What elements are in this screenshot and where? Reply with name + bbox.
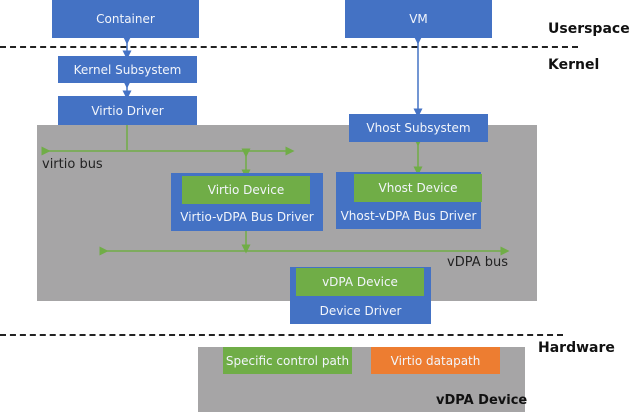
virtio-driver-box: Virtio Driver bbox=[58, 96, 197, 125]
vm-box: VM bbox=[345, 0, 492, 38]
vdpa-device-hardware-label: vDPA Device bbox=[436, 393, 528, 408]
specific-control-path-box: Specific control path bbox=[223, 347, 352, 374]
virtio-datapath-box: Virtio datapath bbox=[371, 347, 500, 374]
vdpa-bus-label: vDPA bus bbox=[447, 255, 509, 270]
virtio-device-box: Virtio Device bbox=[182, 176, 310, 204]
virtio-vdpa-bus-driver-box: Virtio Device Virtio-vDPA Bus Driver bbox=[171, 173, 323, 231]
virtio-vdpa-bus-driver-label: Virtio-vDPA Bus Driver bbox=[180, 210, 314, 224]
device-driver-box: vDPA Device Device Driver bbox=[290, 267, 431, 324]
vdpa-device-kernel-box: vDPA Device bbox=[296, 268, 424, 296]
kernel-label: Kernel bbox=[548, 57, 600, 73]
userspace-kernel-separator bbox=[0, 46, 578, 48]
vhost-device-box: Vhost Device bbox=[354, 174, 482, 202]
device-driver-label: Device Driver bbox=[319, 304, 402, 318]
kernel-hardware-separator bbox=[0, 334, 563, 336]
vhost-subsystem-box: Vhost Subsystem bbox=[349, 114, 488, 142]
vhost-vdpa-bus-driver-box: Vhost Device Vhost-vDPA Bus Driver bbox=[336, 172, 482, 229]
vhost-vdpa-bus-driver-label: Vhost-vDPA Bus Driver bbox=[340, 209, 477, 223]
userspace-label: Userspace bbox=[548, 21, 630, 37]
container-box: Container bbox=[52, 0, 199, 38]
hardware-label: Hardware bbox=[538, 340, 615, 356]
kernel-subsystem-box: Kernel Subsystem bbox=[58, 56, 197, 83]
virtio-bus-label: virtio bus bbox=[42, 157, 103, 172]
